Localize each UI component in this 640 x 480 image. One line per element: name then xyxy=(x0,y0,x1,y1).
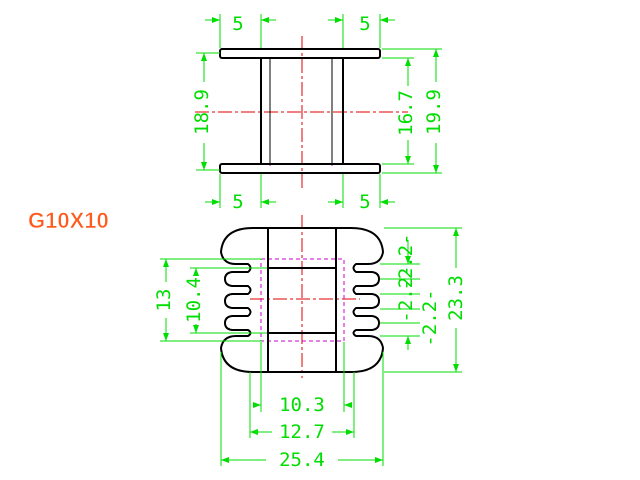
dim-flange-width-bottom-left: 5 xyxy=(232,191,243,213)
bottom-view-hidden-rect xyxy=(260,258,345,342)
dim-overall-height: 23.3 xyxy=(445,275,467,321)
dim-width-12-7: 12.7 xyxy=(279,421,325,443)
top-view-arrowheads xyxy=(201,17,439,205)
dim-flange-width-top-right: 5 xyxy=(359,13,370,35)
part-title: G10X10 xyxy=(28,208,109,233)
top-view-centerlines xyxy=(195,36,408,190)
dim-flange-width-bottom-right: 5 xyxy=(359,191,370,213)
top-view: 5 5 5 5 18.9 16.7 19.9 xyxy=(191,13,445,213)
top-view-outline xyxy=(219,48,381,174)
dim-height-13: 13 xyxy=(153,289,175,312)
bottom-view-arrowheads xyxy=(163,228,459,463)
dim-overall-height-left: 18.9 xyxy=(191,89,213,135)
bottom-view-dimension-text: 13 10.4 -2.2- -2.2- -2.2- 23.3 10.3 12.7… xyxy=(153,233,467,471)
dim-inner-height: 16.7 xyxy=(395,90,417,136)
bottom-view: 13 10.4 -2.2- -2.2- -2.2- 23.3 10.3 12.7… xyxy=(153,215,467,471)
dim-slot-mid: -2.2- xyxy=(395,265,417,322)
bottom-view-outline xyxy=(220,227,384,373)
dim-flange-width-top-left: 5 xyxy=(232,13,243,35)
dim-slot-bottom: -2.2- xyxy=(419,289,441,346)
top-view-dimension-text: 5 5 5 5 18.9 16.7 19.9 xyxy=(191,13,445,213)
dim-overall-height-right: 19.9 xyxy=(423,89,445,135)
dim-height-10-4: 10.4 xyxy=(183,277,205,323)
dim-slot-top: -2.2- xyxy=(395,233,417,290)
dim-width-25-4: 25.4 xyxy=(279,449,325,471)
dim-width-10-3: 10.3 xyxy=(279,394,325,416)
